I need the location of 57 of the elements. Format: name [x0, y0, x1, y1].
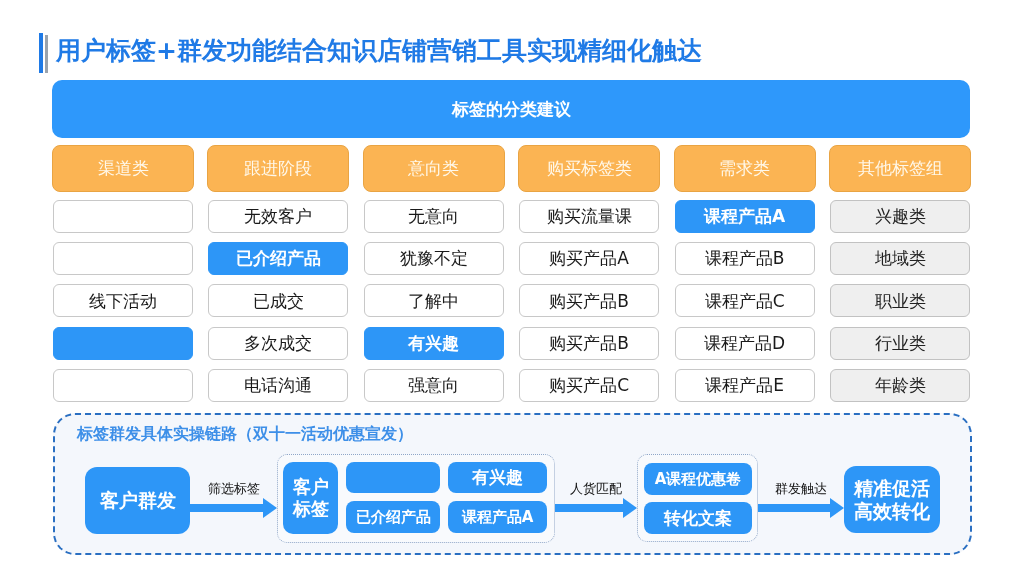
edge-label: 群发触达 — [773, 481, 829, 497]
tag-box: 地域类 — [830, 242, 970, 276]
dotted-frame — [277, 454, 555, 543]
tag-box: 课程产品C — [674, 284, 815, 318]
tag-box: 已介绍产品 — [208, 242, 349, 276]
tag-box: 有兴趣 — [448, 462, 547, 493]
tag-box: 转化文案 — [644, 502, 752, 534]
tag-box — [53, 326, 193, 360]
category-header: 购买标签类 — [518, 145, 661, 192]
tag-box — [53, 200, 193, 233]
tag-box: 兴趣类 — [830, 200, 970, 233]
tag-box — [53, 242, 193, 276]
dashed-panel — [53, 413, 972, 555]
category-header: 跟进阶段 — [207, 145, 350, 192]
tag-box: 无意向 — [363, 200, 504, 233]
tag-box: 线下活动 — [53, 284, 193, 318]
edge-label: 人货匹配 — [568, 481, 624, 497]
tag-box: A课程优惠卷 — [644, 463, 752, 495]
title: 用户标签+群发功能结合知识店铺营销工具实现精细化触达 — [56, 36, 702, 66]
category-header: 需求类 — [673, 145, 816, 192]
dotted-frame — [637, 454, 758, 542]
tag-box: 购买产品B — [519, 284, 660, 318]
header-band: 标签的分类建议 — [52, 80, 970, 138]
tag-box: 购买产品A — [519, 242, 660, 276]
tag-box: 年龄类 — [830, 368, 970, 402]
category-header: 渠道类 — [52, 145, 194, 192]
tag-box: 有兴趣 — [363, 326, 504, 360]
tag-box: 了解中 — [363, 284, 504, 318]
tag-box: 行业类 — [830, 326, 970, 360]
tag-box: 犹豫不定 — [363, 242, 504, 276]
tag-box: 课程产品B — [674, 242, 815, 276]
category-header: 意向类 — [362, 145, 505, 192]
tag-box: 购买产品B — [519, 326, 660, 360]
flow-box: 客户群发 — [85, 467, 190, 534]
tag-box: 职业类 — [830, 284, 970, 318]
tag-box — [53, 368, 193, 402]
category-header: 其他标签组 — [829, 145, 971, 192]
tag-box: 多次成交 — [208, 326, 349, 360]
tag-box: 购买产品C — [519, 368, 660, 402]
tag-box: 已成交 — [208, 284, 349, 318]
tag-box: 电话沟通 — [208, 368, 349, 402]
tag-box: 课程产品D — [674, 326, 815, 360]
tag-box: 无效客户 — [208, 200, 349, 233]
tag-box: 强意向 — [363, 368, 504, 402]
tag-box: 购买流量课 — [519, 200, 660, 233]
arrow — [190, 498, 277, 518]
tag-box: 课程产品A — [674, 200, 815, 233]
flow-box: 客户标签 — [283, 462, 338, 534]
tag-box: 课程产品A — [448, 501, 547, 533]
tag-box: 课程产品E — [674, 368, 815, 402]
arrow — [555, 498, 637, 518]
tag-box: 已介绍产品 — [346, 501, 440, 533]
panel-heading: 标签群发具体实操链路（双十一活动优惠宣发） — [77, 424, 413, 444]
flow-box: 精准促活高效转化 — [844, 466, 940, 533]
tag-box — [346, 462, 440, 493]
arrow — [758, 498, 844, 518]
edge-label: 筛选标签 — [205, 481, 262, 497]
